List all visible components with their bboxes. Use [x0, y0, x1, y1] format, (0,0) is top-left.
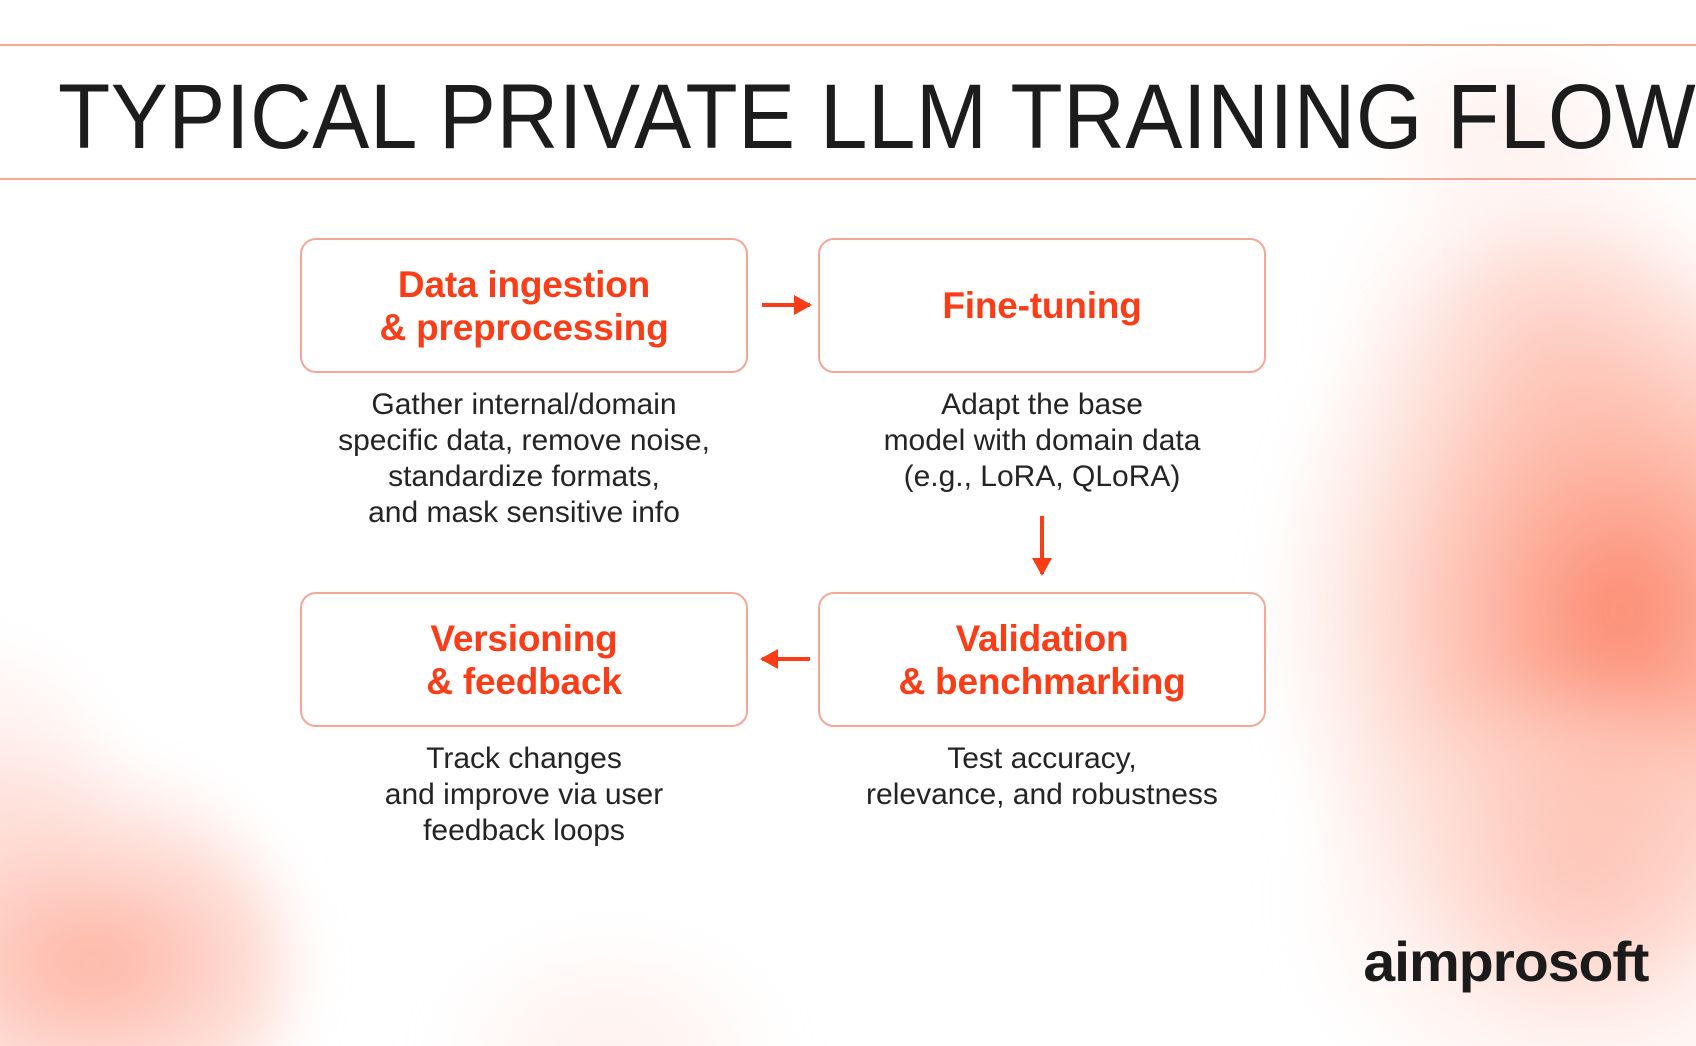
page-title: TYPICAL PRIVATE LLM TRAINING FLOW [58, 66, 1696, 168]
flow-node-title-validation-benchmarking: Validation & benchmarking [898, 617, 1186, 702]
header-divider-top [0, 44, 1696, 46]
gradient-blob-left-bottom [0, 760, 290, 1046]
gradient-blob-right-bottom [1306, 700, 1696, 1046]
flow-node-box-fine-tuning[interactable]: Fine-tuning [818, 238, 1266, 373]
flow-node-title-versioning-feedback: Versioning & feedback [426, 617, 622, 702]
flow-node-box-validation-benchmarking[interactable]: Validation & benchmarking [818, 592, 1266, 727]
flow-node-validation-benchmarking[interactable]: Validation & benchmarking Test accuracy,… [818, 592, 1266, 813]
aimprosoft-logo: aimprosoft [1363, 930, 1649, 993]
header-divider-bottom [0, 178, 1696, 180]
flow-node-box-data-ingestion[interactable]: Data ingestion & preprocessing [300, 238, 748, 373]
flow-node-caption-fine-tuning: Adapt the base model with domain data (e… [883, 388, 1201, 493]
flow-node-box-versioning-feedback[interactable]: Versioning & feedback [300, 592, 748, 727]
flow-node-caption-versioning-feedback: Track changes and improve via user feedb… [384, 742, 664, 847]
arrow-down-icon-finetuning-to-validation [1032, 516, 1052, 576]
gradient-blob-right-top [1336, 130, 1696, 550]
flow-node-title-data-ingestion: Data ingestion & preprocessing [379, 263, 669, 348]
flow-node-fine-tuning[interactable]: Fine-tuning Adapt the base model with do… [818, 238, 1266, 495]
flow-node-caption-data-ingestion: Gather internal/domain specific data, re… [338, 388, 710, 529]
arrow-right-icon-ingestion-to-finetuning [762, 295, 812, 315]
gradient-blob-mid-bottom [430, 930, 790, 1046]
flow-node-caption-validation-benchmarking: Test accuracy, relevance, and robustness [866, 742, 1218, 811]
gradient-blob-right-main [1286, 230, 1696, 990]
gradient-blob-left-edge [0, 640, 110, 940]
flow-node-versioning-feedback[interactable]: Versioning & feedback Track changes and … [300, 592, 748, 849]
flow-node-data-ingestion[interactable]: Data ingestion & preprocessing Gather in… [300, 238, 748, 531]
flow-node-title-fine-tuning: Fine-tuning [942, 285, 1142, 326]
arrow-left-icon-validation-to-versioning [760, 649, 810, 669]
